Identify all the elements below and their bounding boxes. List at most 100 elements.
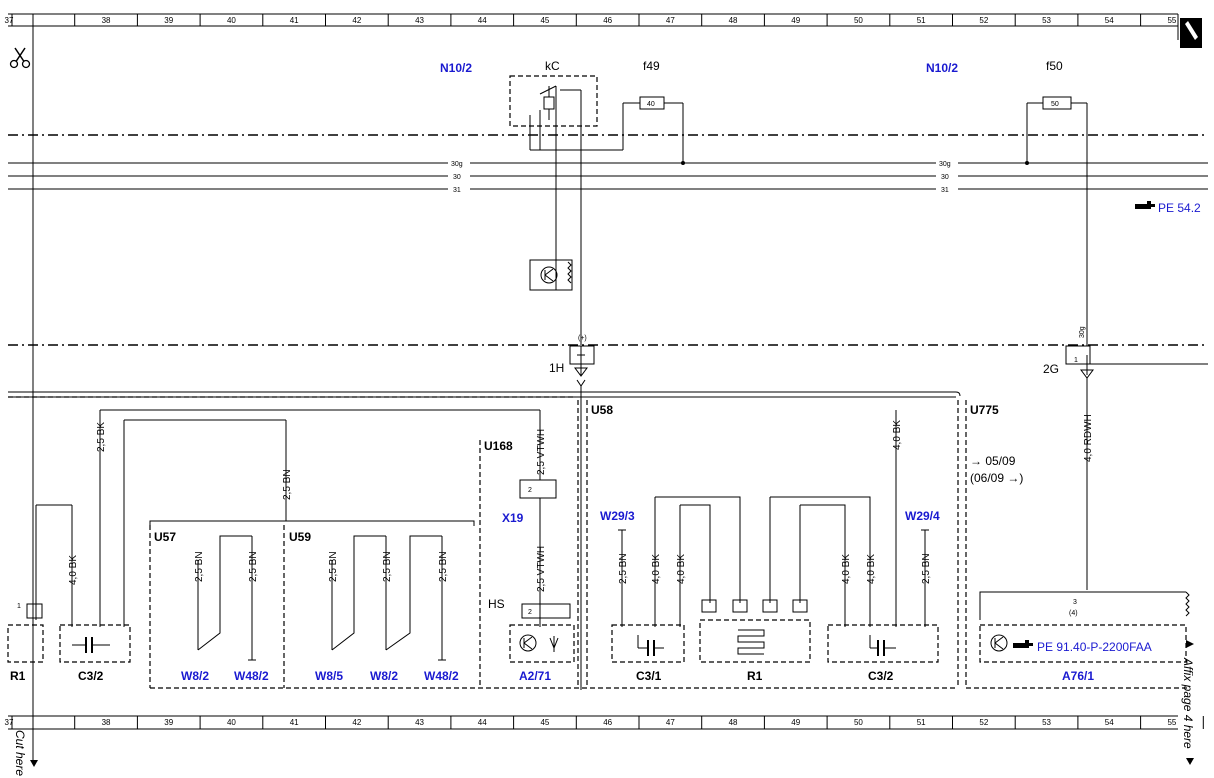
hs-pin: 2 (528, 609, 532, 616)
ruler-number: 38 (102, 718, 111, 727)
ruler-number: 47 (666, 718, 675, 727)
x19-pin: 2 (528, 487, 532, 494)
ruler-number: 51 (917, 16, 926, 25)
ruler-number: 43 (415, 718, 424, 727)
ruler-number: 46 (603, 718, 612, 727)
ruler-number: 41 (290, 16, 299, 25)
ruler-number: 55 (1167, 718, 1176, 727)
pin-plus-label: (+) (578, 335, 587, 342)
w8-2-link-b[interactable]: W8/2 (370, 669, 398, 683)
wire-label: 2,5 BN (282, 469, 293, 500)
ruler-number: 48 (729, 16, 738, 25)
pointing-hand-icon (1135, 201, 1155, 209)
fuse-f49-rating: 40 (647, 101, 655, 108)
ruler-number: 54 (1105, 16, 1114, 25)
model-year-from: → 05/09 (970, 454, 1016, 468)
wire-label: 2,5 BN (194, 551, 205, 582)
u58-components (611, 410, 939, 663)
ruler-number: 50 (854, 16, 863, 25)
ruler-number: 39 (164, 718, 173, 727)
wire-label: 2,5 BN (921, 553, 932, 584)
wire-label: 4,0 BK (676, 554, 687, 584)
ruler-number: 43 (415, 16, 424, 25)
w29-3-link[interactable]: W29/3 (600, 509, 635, 523)
ruler-number: 54 (1105, 718, 1114, 727)
cut-here-label: Cut here (13, 730, 27, 776)
u168-components: 2 X19 2 HS (488, 479, 575, 663)
connector-1h: (+) 1H (549, 335, 595, 690)
ruler-number: 51 (917, 718, 926, 727)
power-bus: 30g 30 31 30g 30 31 (8, 158, 1208, 194)
bottom-ruler: 3738394041424344454647484950515253545556 (5, 715, 1204, 730)
ruler-number: 38 (102, 16, 111, 25)
hs-label: HS (488, 597, 505, 611)
pe-91-40-label: PE 91.40-P-2200FAA (1037, 640, 1152, 654)
w48-2-link-a[interactable]: W48/2 (234, 669, 269, 683)
n10-2-link-left[interactable]: N10/2 (440, 61, 472, 75)
ruler-number: 52 (979, 16, 988, 25)
wire-label: 4,0 BK (651, 554, 662, 584)
a76-1-pin3: 3 (1073, 599, 1077, 606)
model-year-to: (06/09 →) (970, 471, 1023, 485)
bus-label-30g: 30g (451, 161, 463, 168)
bus-label-30g-right: 30g (939, 161, 951, 168)
affix-page-label: Affix page 4 here (1181, 657, 1195, 749)
scissors-icon (9, 47, 31, 69)
wire-labels: 2,5 BK 2,5 BN 4,0 BK 2,5 VTWH 2,5 VTWH 2… (68, 414, 1094, 592)
wire-label: 2,5 BN (618, 553, 629, 584)
bus-label-31: 31 (453, 187, 461, 194)
pe-54-2-link[interactable]: PE 54.2 (1135, 201, 1201, 215)
u775-label: U775 (970, 403, 999, 417)
u59-label: U59 (289, 530, 311, 544)
ruler-number: 55 (1167, 16, 1176, 25)
pointing-hand-icon (1013, 640, 1033, 648)
connector-1h-label: 1H (549, 361, 564, 375)
pe-91-40-link[interactable]: PE 91.40-P-2200FAA (1013, 640, 1152, 654)
wire-label: 2,5 BN (438, 551, 449, 582)
wire-label: 4,0 BK (841, 554, 852, 584)
bus-label-30-right: 30 (941, 174, 949, 181)
w48-2-link-b[interactable]: W48/2 (424, 669, 459, 683)
ruler-number: 40 (227, 16, 236, 25)
wire-label: 2,5 VTWH (536, 429, 547, 475)
a2-71-link[interactable]: A2/71 (519, 669, 551, 683)
page-corner-icon (1177, 14, 1202, 48)
ruler-number: 53 (1042, 718, 1051, 727)
fuse-f49: 40 (623, 96, 685, 165)
connector-2g-pin: 1 (1074, 357, 1078, 364)
arrow-right-icon (1186, 640, 1194, 648)
fuse-f50-label: f50 (1046, 59, 1063, 73)
ruler-number: 50 (854, 718, 863, 727)
ruler-number: 46 (603, 16, 612, 25)
left-wiring: 1 (7, 409, 541, 663)
connector-2g-label: 2G (1043, 362, 1059, 376)
w29-4-link[interactable]: W29/4 (905, 509, 940, 523)
arrow-down-icon (30, 760, 38, 767)
a76-1-pin4: (4) (1069, 610, 1078, 617)
u168-label: U168 (484, 439, 513, 453)
c3-1-ref: C3/1 (636, 669, 662, 683)
wire-label: 2,5 VTWH (536, 546, 547, 592)
ruler-number: 44 (478, 718, 487, 727)
relay-kc-label: kC (545, 59, 560, 73)
w8-5-link[interactable]: W8/5 (315, 669, 343, 683)
ruler-number: 42 (352, 718, 361, 727)
ruler-number: 47 (666, 16, 675, 25)
ruler-number: 48 (729, 718, 738, 727)
u57-label: U57 (154, 530, 176, 544)
c3-2-left-ref: C3/2 (78, 669, 104, 683)
fuse-f50-rating: 50 (1051, 101, 1059, 108)
wire-label: 2,5 BK (96, 422, 107, 452)
a76-1-link[interactable]: A76/1 (1062, 669, 1094, 683)
ruler-number: 42 (352, 16, 361, 25)
x19-link[interactable]: X19 (502, 511, 524, 525)
ruler-number: 49 (791, 718, 800, 727)
u58-label: U58 (591, 403, 613, 417)
wire-label: 2,5 BN (328, 551, 339, 582)
wire-label: 4,0 RDWH (1083, 414, 1094, 462)
n10-2-link-right[interactable]: N10/2 (926, 61, 958, 75)
w8-2-link-a[interactable]: W8/2 (181, 669, 209, 683)
r1-left-ref: R1 (10, 669, 26, 683)
